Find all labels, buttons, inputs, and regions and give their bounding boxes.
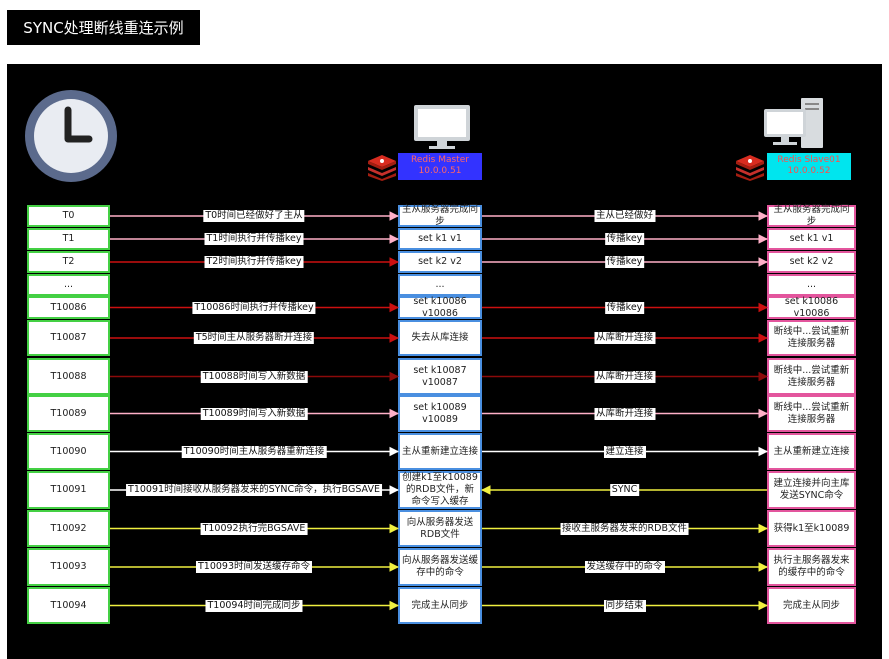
time-box: T10091	[27, 471, 110, 509]
slave-step-box: 获得k1至k10089	[767, 510, 856, 547]
slave-step-box: ...	[767, 274, 856, 296]
slave-step-box: 断线中...尝试重新连接服务器	[767, 395, 856, 432]
slave-step-box: set k2 v2	[767, 251, 856, 273]
slave-step-box: 主从重新建立连接	[767, 433, 856, 470]
slave-server-label: Redis Slave01 10.0.0.52	[767, 153, 851, 180]
master-step-box: 主从重新建立连接	[398, 433, 482, 470]
time-arrow-label: T10089时间写入新数据	[200, 407, 308, 420]
master-name: Redis Master	[411, 155, 469, 165]
master-step-box: 主从服务器完成同步	[398, 204, 482, 227]
time-box: T10088	[27, 358, 110, 395]
time-box: T10093	[27, 548, 110, 586]
time-arrow-label: T10086时间执行并传播key	[192, 301, 316, 314]
time-arrow-label: T10091时间接收从服务器发来的SYNC命令，执行BGSAVE	[126, 484, 382, 496]
clock-icon	[25, 90, 117, 182]
desktop-computer-icon	[764, 98, 823, 148]
master-step-box: 完成主从同步	[398, 587, 482, 624]
master-slave-arrow-label: 建立连接	[603, 445, 646, 458]
master-slave-arrow-label: 传播key	[604, 256, 645, 268]
time-box: T10087	[27, 320, 110, 356]
arrows-layer	[110, 211, 768, 611]
time-box: T0	[27, 205, 110, 227]
slave-step-box: 断线中...尝试重新连接服务器	[767, 358, 856, 395]
slave-step-box: 断线中...尝试重新连接服务器	[767, 320, 856, 356]
time-arrow-label: T10093时间发送缓存命令	[195, 561, 313, 573]
time-arrow-label: T10094时间完成同步	[205, 599, 303, 612]
master-step-box: set k2 v2	[398, 251, 482, 273]
time-arrow-label: T5时间主从服务器断开连接	[193, 332, 315, 344]
time-box: T10086	[27, 296, 110, 319]
master-step-box: 创建k1至k10089的RDB文件，新命令写入缓存	[398, 471, 482, 509]
monitor-icon	[414, 105, 470, 149]
time-arrow-label: T1时间执行并传播key	[204, 233, 304, 245]
master-step-box: set k10089 v10089	[398, 395, 482, 432]
time-arrow-label: T0时间已经做好了主从	[203, 210, 305, 222]
redis-logo-icon	[736, 155, 764, 181]
master-slave-arrow-label: SYNC	[609, 484, 640, 496]
time-box: ...	[27, 274, 110, 296]
time-box: T1	[27, 228, 110, 250]
master-slave-arrow-label: 从库断开连接	[593, 407, 656, 420]
slave-step-box: 主从服务器完成同步	[767, 204, 856, 227]
master-slave-arrow-label: 传播key	[604, 233, 645, 245]
master-slave-arrow-label: 从库断开连接	[593, 332, 656, 344]
time-arrow-label: T10092执行完BGSAVE	[200, 522, 308, 535]
master-step-box: set k10087 v10087	[398, 358, 482, 395]
time-box: T10090	[27, 433, 110, 470]
time-box: T10092	[27, 510, 110, 547]
slave-step-box: 完成主从同步	[767, 587, 856, 624]
master-slave-arrow-label: 接收主服务器发来的RDB文件	[560, 522, 689, 535]
time-arrow-label: T10088时间写入新数据	[200, 370, 308, 383]
master-step-box: 失去从库连接	[398, 320, 482, 356]
master-slave-arrow-label: 主从已经做好	[593, 210, 656, 222]
master-step-box: ...	[398, 274, 482, 296]
slave-ip: 10.0.0.52	[787, 166, 831, 176]
master-step-box: set k1 v1	[398, 228, 482, 250]
time-arrow-label: T10090时间主从服务器重新连接	[181, 445, 327, 458]
redis-logo-icon	[368, 155, 396, 181]
time-box: T10089	[27, 395, 110, 432]
slave-step-box: 执行主服务器发来的缓存中的命令	[767, 548, 856, 586]
time-box: T10094	[27, 587, 110, 624]
slave-step-box: 建立连接并向主库发送SYNC命令	[767, 471, 856, 509]
master-step-box: 向从服务器发送RDB文件	[398, 510, 482, 547]
master-server-label: Redis Master 10.0.0.51	[398, 153, 482, 180]
time-arrow-label: T2时间执行并传播key	[204, 256, 304, 268]
slave-step-box: set k1 v1	[767, 228, 856, 250]
master-slave-arrow-label: 发送缓存中的命令	[584, 561, 665, 573]
master-step-box: 向从服务器发送缓存中的命令	[398, 548, 482, 586]
master-ip: 10.0.0.51	[418, 166, 462, 176]
master-slave-arrow-label: 从库断开连接	[593, 370, 656, 383]
master-step-box: set k10086 v10086	[398, 296, 482, 319]
page-title: SYNC处理断线重连示例	[7, 10, 200, 45]
master-slave-arrow-label: 传播key	[604, 301, 645, 314]
diagram-canvas: Redis Master 10.0.0.51 Redis Slave01 10.…	[7, 64, 882, 659]
slave-step-box: set k10086 v10086	[767, 296, 856, 319]
slave-name: Redis Slave01	[777, 155, 841, 165]
time-box: T2	[27, 251, 110, 273]
master-slave-arrow-label: 同步结束	[603, 599, 646, 612]
